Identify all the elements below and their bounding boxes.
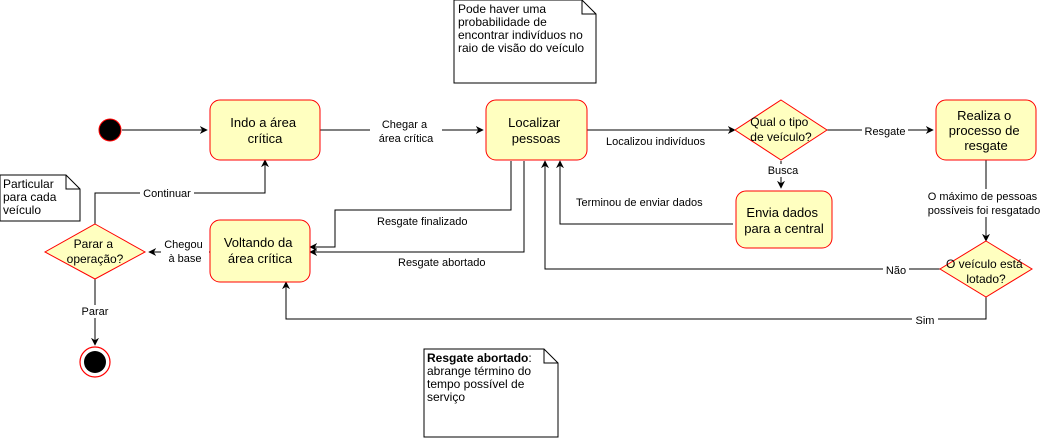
label-maximo-pessoas: O máximo de pessoas possíveis foi resgat… bbox=[928, 191, 1041, 217]
note-raio-visao: Pode haver uma probabilidade de encontra… bbox=[453, 0, 597, 84]
node-voltando-area-critica: Voltando da área crítica bbox=[209, 219, 311, 283]
label-nao: Não bbox=[886, 265, 906, 277]
node-realiza-resgate: Realiza o processo de resgate bbox=[935, 99, 1037, 161]
decision-parar-operacao: Parar a operação? bbox=[43, 223, 147, 280]
note-resgate-abortado: Resgate abortado: abrange término do tem… bbox=[423, 348, 559, 438]
svg-text:Realiza o processo de: Realiza o processo de resgate bbox=[949, 108, 1023, 153]
svg-text:Indo a área crítica: Indo a área crítica bbox=[230, 115, 299, 146]
svg-text:Particular para cada: Particular para cada veículo bbox=[3, 177, 60, 217]
label-localizou-individuos: Localizou indivíduos bbox=[606, 136, 706, 148]
edge-envia-to-localizar bbox=[556, 160, 733, 225]
node-envia-dados: Envia dados para a central bbox=[735, 190, 833, 249]
label-sim: Sim bbox=[916, 315, 935, 327]
decision-veiculo-lotado: O veículo está lotado? bbox=[939, 240, 1033, 298]
svg-text:Qual o tipo de veículo?: Qual o tipo de veículo? bbox=[750, 115, 812, 144]
svg-text:Voltando da área crítica: Voltando da área crítica bbox=[224, 235, 296, 266]
svg-text:Parar a operação?: Parar a operação? bbox=[67, 237, 124, 266]
label-resgate-abortado: Resgate abortado bbox=[398, 257, 485, 269]
note-particular-veiculo: Particular para cada veículo bbox=[0, 174, 81, 222]
svg-text:Localizar pessoas: Localizar pessoas bbox=[508, 115, 564, 146]
start-node bbox=[98, 118, 122, 142]
node-localizar-pessoas: Localizar pessoas bbox=[485, 99, 588, 161]
edges bbox=[91, 126, 990, 346]
edge-lotado-to-voltando bbox=[282, 281, 987, 320]
label-resgate-finalizado: Resgate finalizado bbox=[377, 216, 468, 228]
label-terminou-enviar-dados: Terminou de enviar dados bbox=[576, 197, 703, 209]
svg-text:Pode haver uma probabili: Pode haver uma probabilidade de encontra… bbox=[458, 2, 586, 55]
edge-localizar-to-voltando-finalizado bbox=[309, 161, 512, 251]
svg-text:O veículo está lotado?: O veículo está lotado? bbox=[946, 257, 1026, 286]
label-chegar-area-critica: Chegar a área crítica bbox=[379, 119, 434, 145]
svg-text:Envia dados para a centr: Envia dados para a central bbox=[744, 205, 824, 236]
edge-labels: Chegar a área crítica Localizou indivídu… bbox=[78, 118, 1042, 327]
label-parar: Parar bbox=[82, 306, 109, 318]
svg-text:Resgate abortado: abrang: Resgate abortado: abrange término do tem… bbox=[427, 351, 535, 404]
label-resgate: Resgate bbox=[865, 126, 906, 138]
label-busca: Busca bbox=[768, 165, 799, 177]
end-node bbox=[79, 346, 111, 378]
label-continuar: Continuar bbox=[143, 188, 191, 200]
node-indo-area-critica: Indo a área crítica bbox=[209, 99, 321, 161]
label-chegou-base: Chegou à base bbox=[164, 239, 206, 265]
edge-lotado-to-localizar bbox=[541, 160, 940, 270]
decision-qual-tipo-veiculo: Qual o tipo de veículo? bbox=[734, 99, 828, 161]
edge-localizar-to-voltando-abortado bbox=[309, 161, 525, 256]
